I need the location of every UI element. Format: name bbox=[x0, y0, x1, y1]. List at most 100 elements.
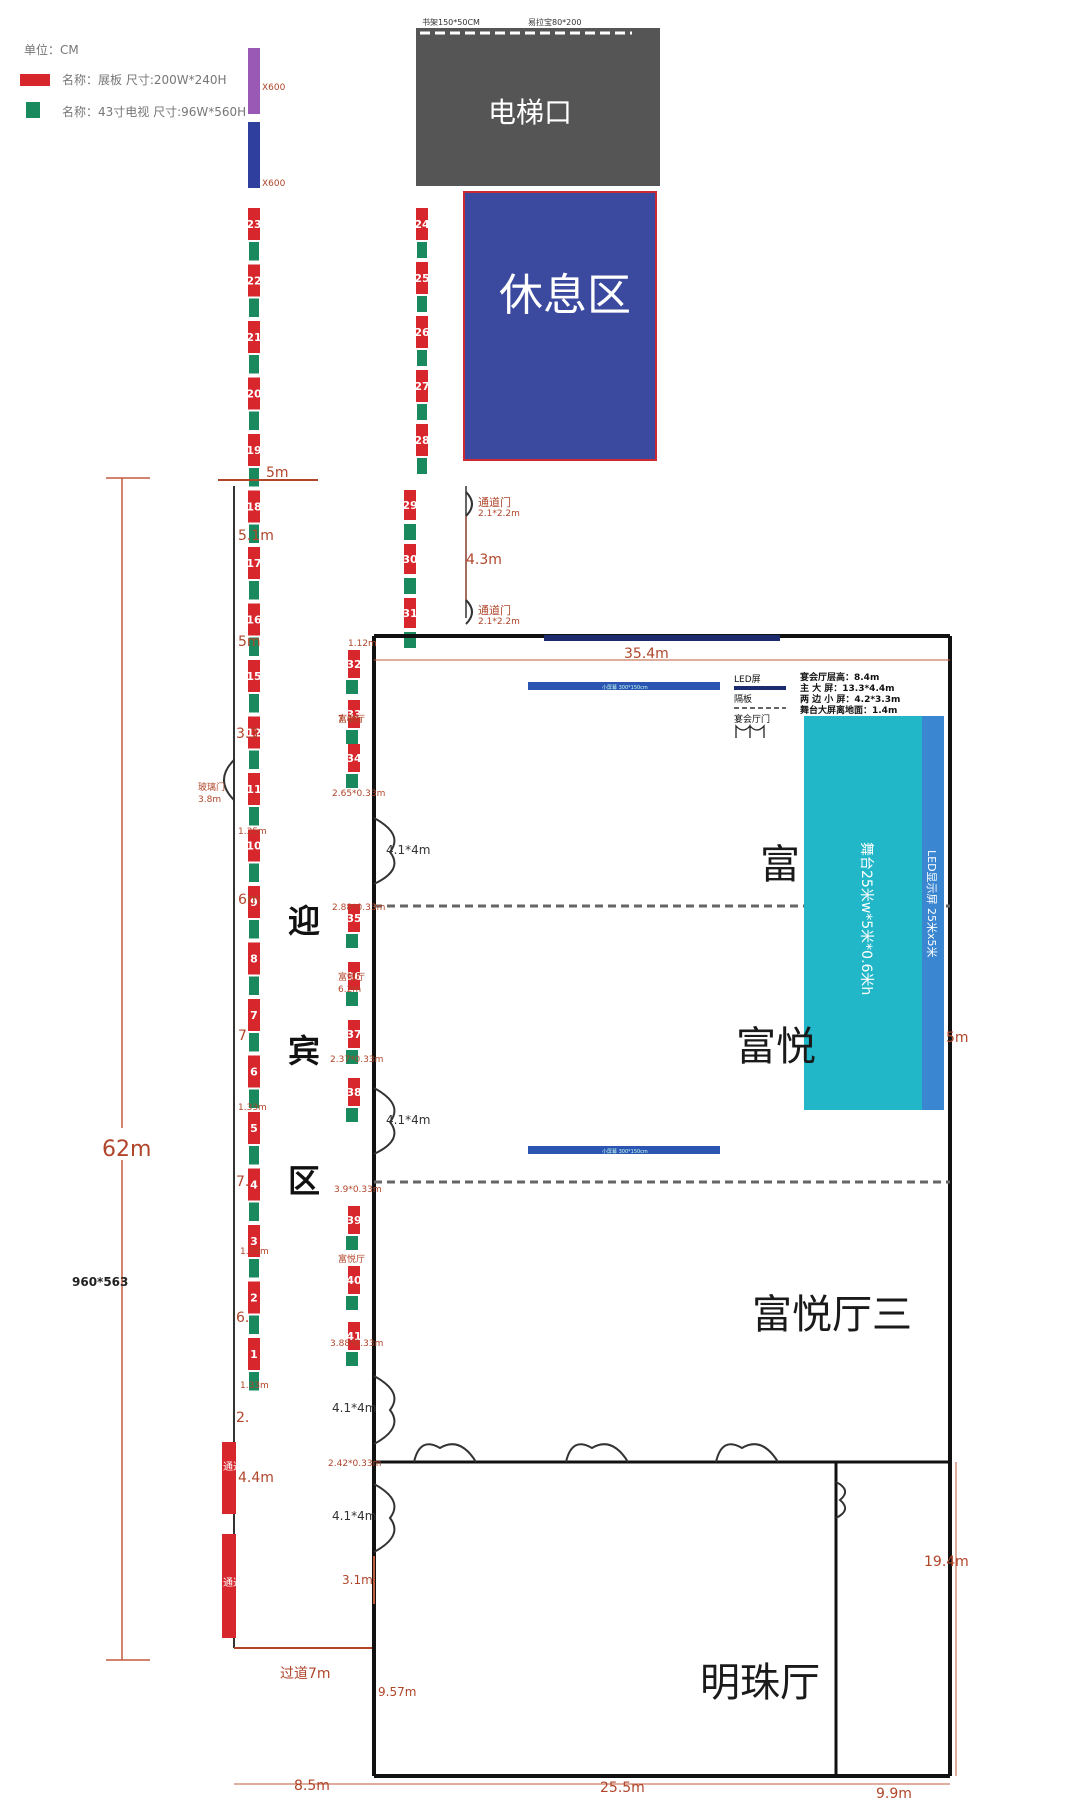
dim-5m-a: 5.1m bbox=[238, 528, 274, 544]
booth-number: 30 bbox=[402, 553, 418, 566]
hall-door-2 bbox=[373, 1087, 396, 1155]
booth-number: 1 bbox=[250, 1348, 258, 1361]
tv-screen bbox=[249, 581, 259, 600]
divider-door-2 bbox=[565, 1443, 629, 1463]
booth-number: 36 bbox=[346, 970, 362, 983]
tv-screen bbox=[346, 1108, 358, 1122]
channel-door-b bbox=[465, 599, 473, 625]
booth-number: 8 bbox=[250, 953, 258, 966]
legend-unit: 单位：CM bbox=[24, 42, 79, 57]
rollup-label: 易拉宝80*200 bbox=[528, 17, 581, 27]
booth-number: 6 bbox=[250, 1066, 258, 1079]
dim-guodao: 过道7m bbox=[280, 1666, 331, 1682]
booth-33 bbox=[348, 700, 360, 728]
dim-7b: 7. bbox=[236, 1174, 249, 1190]
booth-27 bbox=[416, 370, 428, 402]
booth-22 bbox=[248, 264, 260, 297]
legend-door-icon bbox=[735, 724, 765, 738]
dim-2-88: 2.88*0.33m bbox=[332, 903, 385, 913]
booth-number: 34 bbox=[346, 752, 362, 765]
purple-panel-label: X600 bbox=[262, 83, 286, 93]
blue-panel bbox=[248, 122, 260, 188]
glass-door-label: 玻璃门 bbox=[198, 781, 225, 793]
passage-a bbox=[222, 1442, 236, 1514]
booth-37 bbox=[348, 1020, 360, 1048]
booth-number: 35 bbox=[346, 912, 361, 925]
booth-23 bbox=[248, 208, 260, 240]
tv-screen bbox=[249, 524, 259, 543]
booth-21 bbox=[248, 321, 260, 353]
hall-one-label: 富 bbox=[760, 842, 800, 888]
booth-25 bbox=[416, 262, 428, 294]
booth-35 bbox=[348, 904, 360, 932]
small-screen-bottom-label: 小屏幕 300*150cm bbox=[602, 1148, 648, 1155]
booth-1 bbox=[248, 1338, 260, 1370]
dim-side-5m: 5m bbox=[946, 1030, 969, 1046]
booth-40 bbox=[348, 1266, 360, 1294]
tv-screen bbox=[249, 411, 259, 430]
info-line4: 舞台大屏离地面：1.4m bbox=[800, 704, 897, 716]
booth-20 bbox=[248, 377, 260, 410]
tv-screen bbox=[249, 1202, 259, 1221]
dim-8-5: 8.5m bbox=[294, 1778, 330, 1794]
tv-screen bbox=[249, 1315, 259, 1334]
tv-screen bbox=[249, 1146, 259, 1165]
dim-3-1: 3.1m bbox=[342, 1573, 373, 1587]
booth-18 bbox=[248, 490, 260, 523]
booth-34 bbox=[348, 744, 360, 772]
inner-dim-6: 6.2m bbox=[338, 985, 361, 995]
dim-7a: 7 bbox=[238, 1028, 247, 1044]
legend-led: LED屏 bbox=[734, 674, 761, 685]
divider-door-1 bbox=[413, 1443, 477, 1463]
dim-door-3: 4.1*4m bbox=[332, 1401, 376, 1415]
booth-number: 9 bbox=[250, 896, 258, 909]
channel-door-b-size: 2.1*2.2m bbox=[478, 617, 520, 627]
welcome-char-2: 宾 bbox=[288, 1032, 320, 1070]
tv-screen bbox=[404, 524, 416, 540]
tv-screen bbox=[249, 1259, 259, 1278]
booth-10 bbox=[248, 829, 260, 862]
elevator-area bbox=[416, 28, 660, 186]
booth-number: 24 bbox=[414, 218, 430, 231]
dim-1-33a: 1.33m bbox=[238, 1103, 267, 1113]
dim-3-3: 3.3 bbox=[236, 726, 258, 742]
tv-screen bbox=[346, 992, 358, 1006]
led-wall bbox=[922, 716, 944, 1110]
elevator-label: 电梯口 bbox=[488, 96, 572, 129]
inner-label-3: 富悦厅 bbox=[338, 1253, 365, 1265]
booth-17 bbox=[248, 547, 260, 579]
tv-screen bbox=[249, 355, 259, 374]
tv-screen bbox=[417, 404, 427, 420]
dim-1-33c: 1.33m bbox=[240, 1381, 269, 1391]
tv-screen bbox=[346, 1296, 358, 1310]
channel-door-b-label: 通道门 bbox=[478, 603, 511, 617]
legend-booth-swatch bbox=[20, 74, 50, 86]
booth-number: 23 bbox=[246, 218, 261, 231]
rest-area bbox=[463, 191, 657, 461]
glass-door bbox=[223, 759, 235, 801]
booth-number: 10 bbox=[246, 840, 262, 853]
booth-32 bbox=[348, 650, 360, 678]
legend-door: 宴会厅门 bbox=[734, 713, 770, 725]
booth-number: 18 bbox=[246, 501, 261, 514]
booth-26 bbox=[416, 316, 428, 348]
booth-number: 19 bbox=[246, 444, 261, 457]
tv-screen bbox=[417, 242, 427, 258]
legend-tv-text: 名称：43寸电视 尺寸:96W*560H bbox=[62, 104, 246, 119]
booth-number: 37 bbox=[346, 1028, 361, 1041]
hall-two-label: 富悦 bbox=[736, 1024, 816, 1070]
booth-9 bbox=[248, 886, 260, 918]
info-line1: 宴会厅层高：8.4m bbox=[800, 671, 879, 683]
booth-number: 2 bbox=[250, 1292, 258, 1305]
tv-screen bbox=[249, 920, 259, 939]
booth-number: 40 bbox=[346, 1274, 362, 1287]
tv-screen bbox=[346, 934, 358, 948]
booth-24 bbox=[416, 208, 428, 240]
info-line2: 主 大 屏：13.3*4.4m bbox=[800, 682, 895, 694]
booth-36 bbox=[348, 962, 360, 990]
inner-label-2: 富悦厅 bbox=[338, 971, 365, 983]
dim-5m-top: 5m bbox=[266, 465, 289, 481]
